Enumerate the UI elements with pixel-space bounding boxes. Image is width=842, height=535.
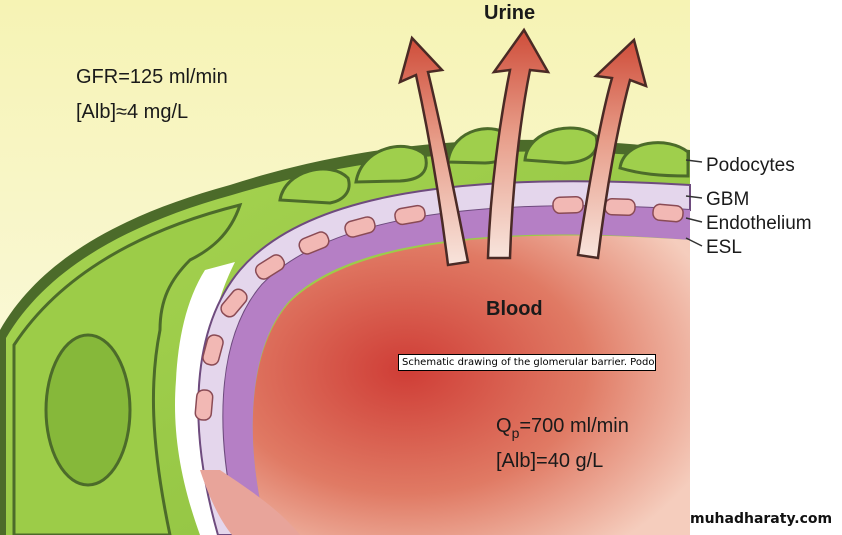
endothelium-segment	[344, 216, 376, 238]
esl-leader	[685, 237, 703, 247]
urine-label: Urine	[484, 2, 535, 24]
label-leaders	[685, 159, 703, 247]
filtration-arrow	[398, 35, 470, 267]
right-margin	[690, 0, 842, 535]
qp-symbol: Q	[496, 415, 512, 437]
esl-label: ESL	[706, 237, 742, 258]
blood-lumen	[252, 235, 690, 535]
podocyte-cell	[523, 126, 599, 165]
podocyte-cell	[278, 167, 351, 205]
endothelium-segment	[552, 195, 584, 215]
podocyte-cell	[354, 145, 428, 184]
qp-value: =700 ml/min	[519, 415, 629, 437]
podocyte-cell	[618, 141, 690, 178]
podocytes-leader	[685, 159, 703, 163]
filtration-arrow	[486, 27, 551, 260]
endothelium-segment	[298, 231, 330, 255]
qp-subscript: p	[512, 425, 520, 441]
gfr-label: GFR=125 ml/min	[76, 66, 228, 88]
endothelium-fenestrae	[194, 195, 684, 421]
blood-lumen-lower	[200, 470, 300, 535]
endothelium-segment	[394, 204, 426, 226]
alb-blood-label: [Alb]=40 g/L	[496, 450, 603, 472]
endothelium-segment	[652, 203, 684, 223]
endothelium-segment	[194, 389, 214, 421]
endothelium-segment	[220, 288, 248, 318]
filtration-arrows	[398, 27, 648, 267]
gbm-label: GBM	[706, 189, 749, 210]
qp-label: Qp=700 ml/min	[496, 415, 629, 441]
endothelium-label: Endothelium	[706, 213, 812, 234]
endothelium-leader	[685, 217, 703, 223]
image-caption-tooltip: Schematic drawing of the glomerular barr…	[398, 354, 656, 371]
site-watermark: muhadharaty.com	[690, 511, 833, 527]
filtration-arrow	[576, 37, 648, 260]
endothelium-segment	[254, 254, 286, 280]
endothelium-segment	[604, 197, 636, 217]
gbm-leader	[685, 195, 703, 199]
alb-urine-label: [Alb]≈4 mg/L	[76, 101, 188, 123]
podocyte-nucleus	[44, 333, 132, 487]
blood-label: Blood	[486, 298, 543, 320]
endothelium-segment	[202, 334, 224, 366]
podocytes-label: Podocytes	[706, 155, 795, 176]
